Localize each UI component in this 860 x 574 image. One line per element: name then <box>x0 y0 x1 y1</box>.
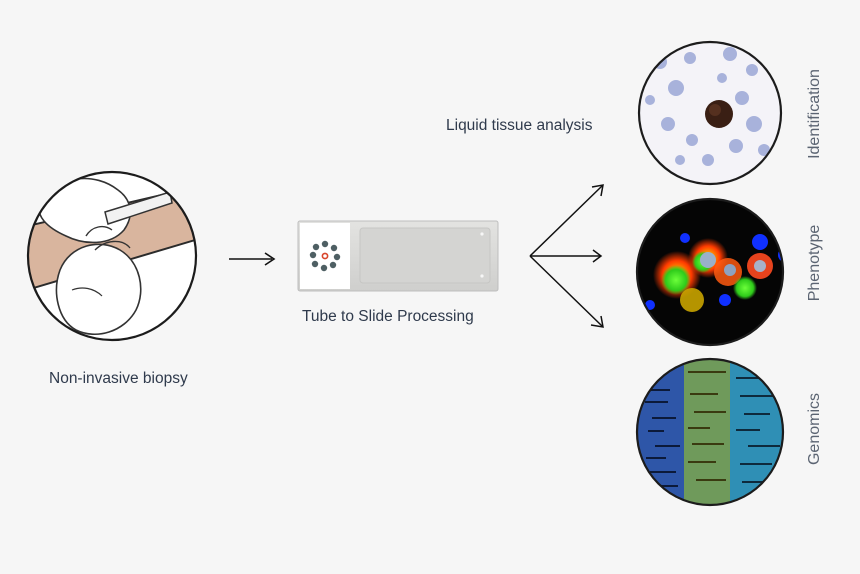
phenotype-image <box>635 197 785 347</box>
identification-label: Identification <box>806 69 823 159</box>
identification-image <box>637 40 783 186</box>
flower-logo-icon <box>309 240 341 272</box>
slide-icon <box>297 220 499 292</box>
branch-arrows <box>529 184 604 328</box>
genomics-image <box>635 357 785 507</box>
biopsy-label: Non-invasive biopsy <box>49 370 188 387</box>
biopsy-illustration <box>26 170 198 342</box>
phenotype-label: Phenotype <box>806 224 823 302</box>
arrow-icon <box>229 252 276 266</box>
genomics-label: Genomics <box>806 392 823 466</box>
slide-label: Tube to Slide Processing <box>302 308 474 325</box>
liquid-label: Liquid tissue analysis <box>446 117 593 134</box>
